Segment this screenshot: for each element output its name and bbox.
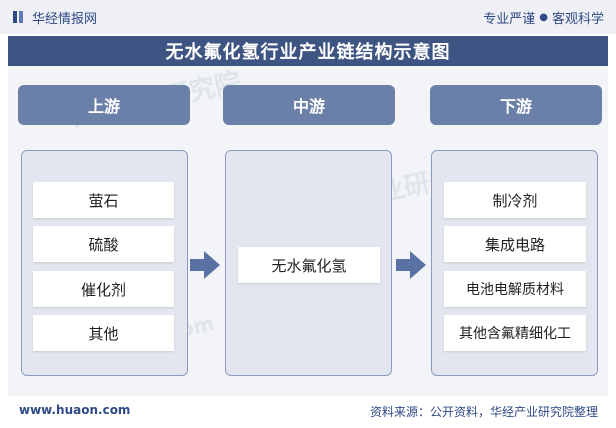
brand-logo-icon — [12, 10, 26, 24]
top-bar: 华经情报网 专业严谨 ● 客观科学 — [0, 0, 616, 34]
downstream-item: 电池电解质材料 — [444, 271, 586, 307]
downstream-item: 其他含氟精细化工 — [444, 315, 586, 351]
stage-upstream: 上游 — [18, 85, 190, 125]
stage-midstream: 中游 — [223, 85, 395, 125]
slogan-right: 客观科学 — [551, 11, 604, 27]
slogan-separator: ● — [539, 11, 548, 23]
footer-website-link[interactable]: www.huaon.com — [19, 403, 131, 417]
diagram-title: 无水氟化氢行业产业链结构示意图 — [8, 36, 608, 66]
footer-source: 资料来源：公开资料，华经产业研究院整理 — [369, 405, 598, 419]
brand-logo[interactable]: 华经情报网 — [12, 9, 98, 27]
arrow-right-icon — [190, 251, 220, 279]
slogan-left: 专业严谨 — [483, 11, 536, 27]
upstream-item: 硫酸 — [33, 226, 174, 262]
midstream-item: 无水氟化氢 — [238, 247, 380, 283]
upstream-item: 其他 — [33, 315, 174, 351]
upstream-item: 催化剂 — [33, 271, 174, 307]
downstream-item: 制冷剂 — [444, 182, 586, 218]
brand-name: 华经情报网 — [32, 11, 98, 27]
arrow-right-icon — [396, 251, 426, 279]
slogan: 专业严谨 ● 客观科学 — [483, 9, 604, 27]
stage-downstream: 下游 — [430, 85, 602, 125]
downstream-item: 集成电路 — [444, 226, 586, 262]
upstream-item: 萤石 — [33, 182, 174, 218]
